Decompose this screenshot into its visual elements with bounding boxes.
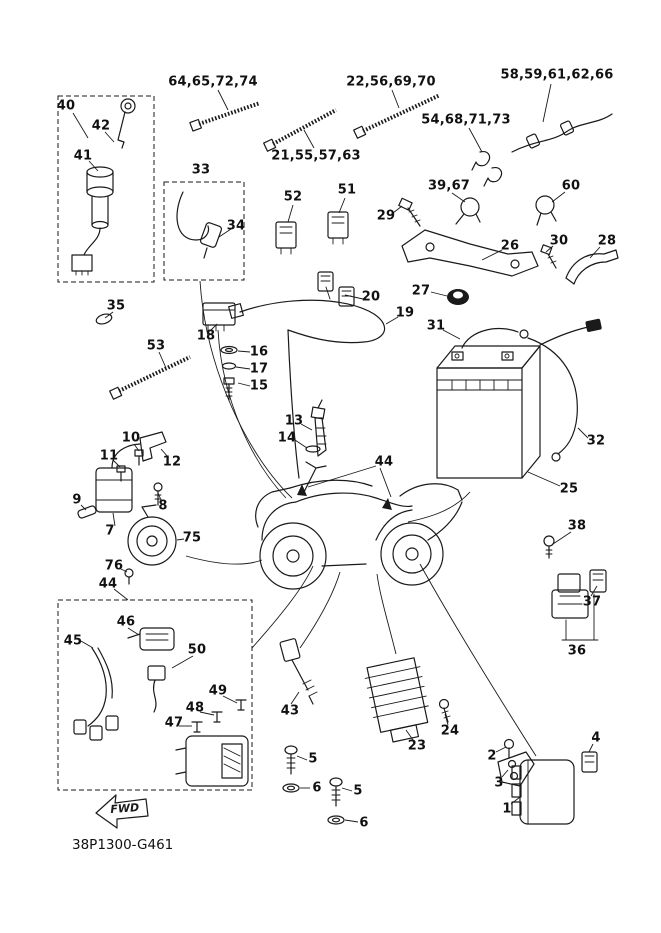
clip-pair [471, 151, 503, 187]
drawing-number: 38P1300-G461 [72, 837, 173, 853]
fwd-label: FWD [110, 801, 140, 816]
grommet-27 [447, 289, 469, 305]
connectors-20 [317, 271, 355, 307]
washer-6a [282, 783, 300, 793]
gear-sensor [279, 638, 318, 705]
thermo-sensor [305, 399, 327, 457]
cable-tie-53 [109, 355, 191, 400]
battery-lead-positive [461, 318, 602, 349]
cable-tie-21 [263, 108, 337, 152]
relay-51 [327, 211, 349, 245]
ecu [511, 759, 575, 825]
wire-sensor-group [163, 181, 245, 281]
bracket-28 [565, 249, 619, 285]
cable-tie-22 [353, 93, 441, 139]
fwd-arrow: FWD [95, 794, 149, 829]
harness-clamp-wire [511, 113, 613, 153]
bolt-30 [540, 244, 557, 269]
part-35 [95, 313, 113, 325]
atv-outline [255, 461, 463, 590]
part-4 [581, 751, 598, 773]
bracket-26 [401, 229, 539, 277]
ignition-coil-group [77, 431, 167, 519]
leader-lines [72, 83, 601, 823]
bolt-24 [438, 698, 451, 723]
mount-arrow-icon [382, 498, 392, 510]
battery-lead-negative [527, 337, 578, 462]
regulator [364, 657, 429, 743]
main-wire-harness [228, 286, 386, 479]
wire-kit-box [57, 599, 253, 791]
relay-18 [202, 302, 236, 332]
bolt-5a [284, 745, 298, 775]
hardware-15-16-17 [220, 345, 238, 401]
starter-relay-group [543, 535, 607, 641]
battery [436, 345, 541, 479]
clamp-39-67 [455, 197, 481, 225]
mount-arrow-icon [297, 484, 307, 496]
washer-6b [327, 815, 345, 825]
horn [127, 504, 177, 566]
relay-52 [275, 221, 297, 255]
routing-curves [185, 280, 537, 757]
cable-tie-64 [189, 101, 261, 132]
key-icon [120, 98, 136, 114]
ignition-switch-assembly [57, 95, 155, 283]
clamp-60 [535, 195, 557, 226]
screw-76 [124, 568, 134, 585]
bolt-29 [398, 197, 421, 227]
bolt-5b [329, 777, 343, 807]
